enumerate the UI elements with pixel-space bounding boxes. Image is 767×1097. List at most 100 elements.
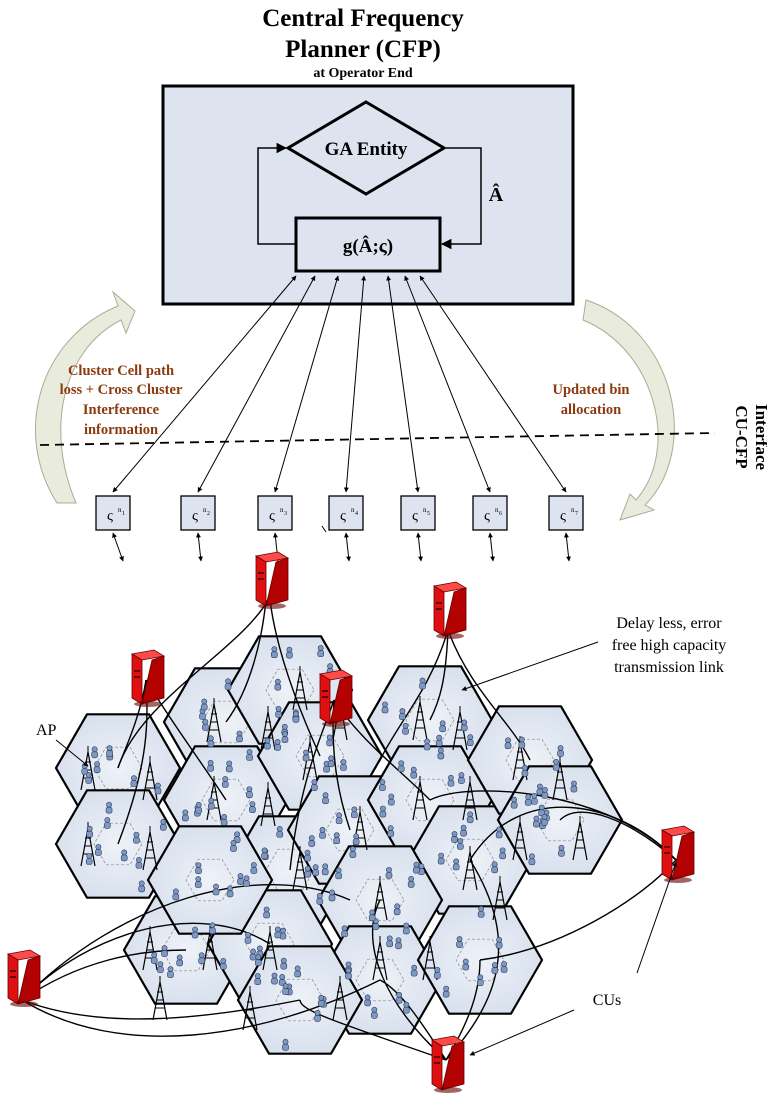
user-icon	[536, 783, 544, 796]
user-icon	[302, 749, 310, 762]
tower-icon	[142, 826, 158, 871]
user-icon	[244, 931, 252, 944]
user-icon	[154, 782, 162, 795]
user-icon	[397, 760, 405, 773]
user-icon	[410, 766, 418, 779]
user-icon	[328, 889, 336, 902]
user-icon	[157, 961, 164, 973]
user-icon	[255, 954, 262, 967]
tower-icon	[206, 698, 222, 743]
user-icon	[316, 892, 324, 905]
user-icon	[387, 825, 394, 837]
user-icon	[442, 985, 450, 998]
user-icon	[510, 796, 518, 809]
user-icon	[200, 698, 208, 711]
user-icon	[345, 967, 352, 980]
cluster-superscript: n	[118, 506, 122, 514]
user-icon	[558, 844, 565, 857]
backhaul-link	[429, 629, 449, 721]
user-icon	[105, 801, 113, 814]
user-icon	[410, 964, 418, 977]
cluster-access-arrow	[343, 532, 352, 562]
user-icon	[230, 840, 237, 852]
user-icon	[321, 863, 329, 876]
user-icon	[495, 826, 503, 839]
user-icon	[386, 935, 394, 948]
cfp-link-7	[419, 275, 567, 493]
user-icon	[458, 772, 465, 784]
user-icon	[292, 711, 300, 723]
user-icon	[304, 849, 311, 862]
user-icon	[249, 801, 256, 813]
tower-icon	[492, 876, 508, 921]
tower-icon	[512, 816, 528, 861]
backhaul-link	[299, 999, 447, 1061]
user-icon	[327, 755, 335, 768]
cluster-access-arrow	[112, 532, 124, 562]
user-icon	[85, 772, 93, 784]
user-icon	[95, 844, 102, 856]
user-icon	[176, 954, 183, 967]
user-icon	[225, 760, 233, 773]
user-icon	[381, 701, 389, 714]
cluster-symbol: ς	[412, 508, 418, 524]
user-icon	[533, 815, 540, 828]
user-icon	[491, 861, 498, 874]
user-icon	[462, 958, 470, 971]
server-icon	[6, 949, 42, 1007]
user-icon	[263, 906, 270, 919]
link-note-line-1: Delay less, error	[616, 615, 722, 632]
user-icon	[402, 722, 409, 735]
user-icon	[91, 746, 98, 759]
user-icon	[466, 734, 474, 746]
user-icon	[93, 761, 101, 773]
cluster-symbol: ς	[192, 508, 198, 524]
user-icon	[407, 876, 415, 888]
user-icon	[226, 885, 234, 898]
user-icon	[104, 817, 111, 829]
link-note-line-3: transmission link	[614, 659, 724, 676]
cluster-symbol: ς	[340, 508, 346, 524]
user-icon	[385, 866, 393, 879]
user-icon	[452, 858, 460, 871]
tower-icon	[412, 776, 428, 821]
user-icon	[250, 862, 258, 874]
left-label-line-3: Interference	[83, 402, 160, 418]
user-icon	[308, 835, 316, 847]
cfp-link-6	[404, 275, 491, 493]
cfp-cluster-links	[112, 275, 567, 493]
user-icon	[335, 867, 342, 880]
user-icon	[271, 646, 278, 658]
fitness-function-label: g(Â;ς)	[343, 235, 393, 257]
user-icon	[194, 876, 202, 888]
user-icon	[86, 825, 93, 838]
user-icon	[191, 926, 199, 939]
right-label-line-1: Updated bin	[553, 382, 630, 398]
user-icon	[387, 793, 395, 806]
tower-icon	[142, 756, 158, 801]
user-icon	[491, 962, 499, 974]
user-icon	[500, 961, 508, 973]
user-icon	[274, 926, 282, 939]
a-hat-label: Â	[489, 182, 504, 206]
user-icon	[317, 645, 325, 657]
user-icon	[352, 833, 360, 846]
user-icon	[524, 793, 532, 806]
tower-icon	[372, 936, 388, 981]
cus-label: CUs	[593, 992, 621, 1009]
user-icon	[437, 747, 445, 760]
user-icon	[531, 792, 538, 805]
tower-icon	[462, 776, 478, 821]
user-icon	[368, 909, 376, 922]
interface-label-line-1: CU-CFP	[732, 405, 751, 468]
user-icon	[393, 903, 401, 916]
backhaul-link	[117, 599, 269, 769]
user-icon	[261, 847, 268, 860]
user-icon	[212, 883, 220, 896]
right-label-line-2: allocation	[561, 402, 621, 418]
user-icon	[275, 705, 282, 718]
cluster-superscript: n	[203, 506, 207, 514]
user-icon	[246, 749, 253, 761]
tower-icon	[260, 782, 276, 827]
